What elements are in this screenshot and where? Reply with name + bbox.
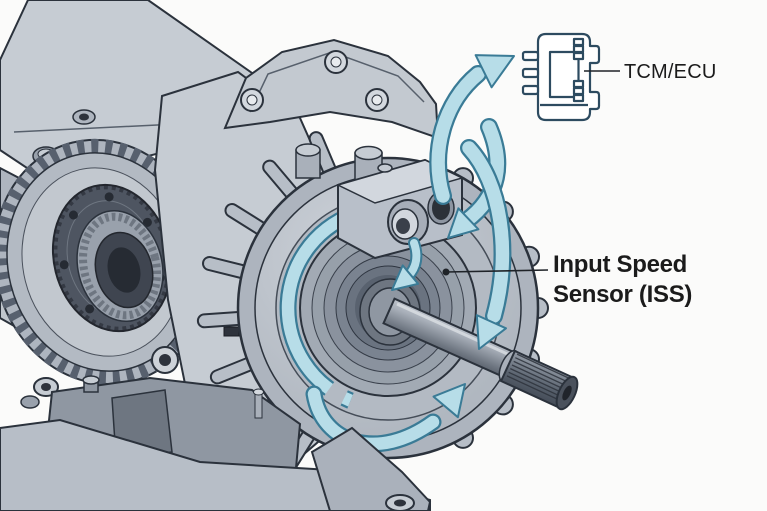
lower-bracket [310,426,432,511]
mounting-bracket [223,38,440,140]
flange-connector [223,326,240,337]
iss-leader-dot [442,268,450,276]
input-shaft [359,278,579,411]
sensor-pointer-arrow-icon [391,237,423,291]
tcm-pin [521,84,540,96]
tcm-pin [521,50,540,62]
input-speed-sensor-label: Input Speed Sensor (ISS) [553,250,692,310]
tone-ring-highlight [279,203,363,409]
signal-arrow-to-tcm-icon [429,54,515,205]
iss-label-line2: Sensor (ISS) [553,281,693,308]
iss-label-line1: Input Speed [553,251,688,278]
tcm-pin [521,67,540,79]
rotation-arrow-right-icon [460,139,512,350]
iss-leader-line [442,268,549,276]
tcm-ecu-module-icon [521,32,601,122]
spline-grooves [506,353,572,402]
tcm-ecu-label: TCM/ECU [624,61,717,83]
